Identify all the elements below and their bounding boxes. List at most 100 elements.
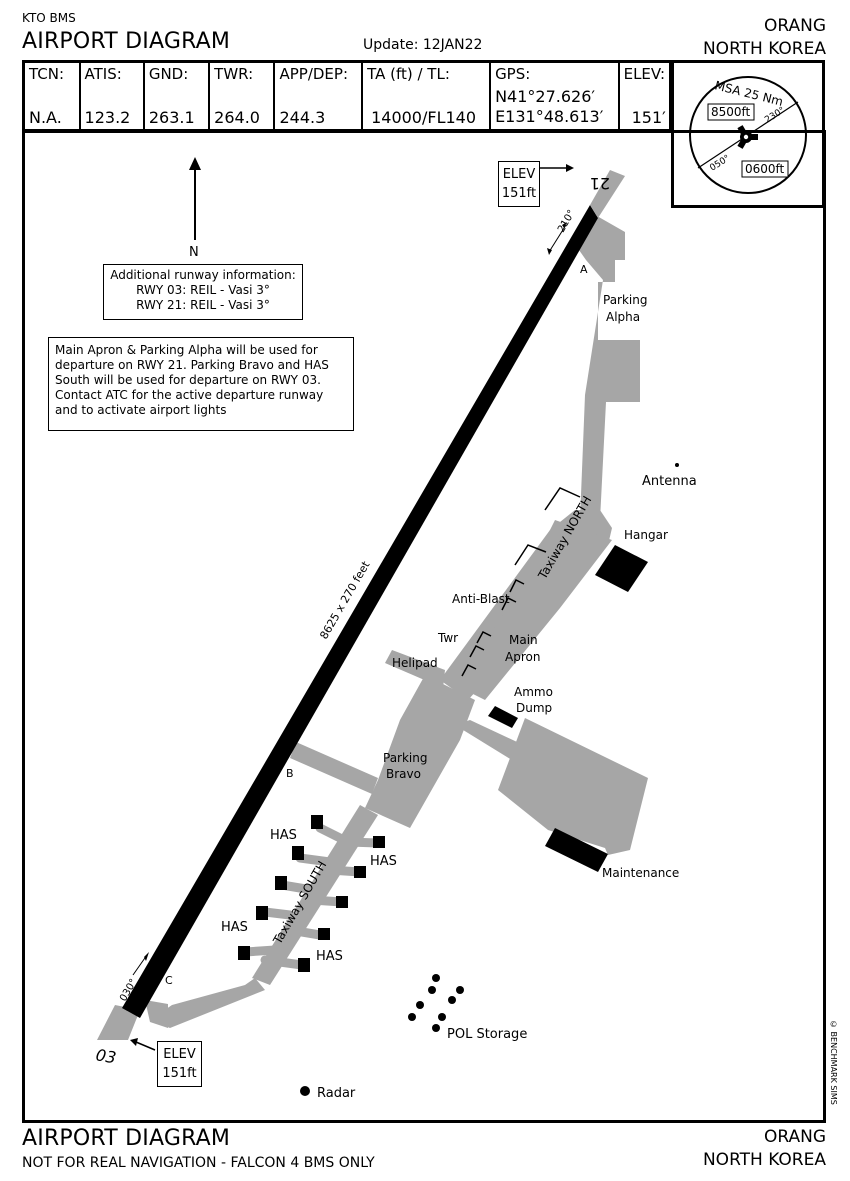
heading-210-arrow-icon [547,222,567,255]
runway-info-box: Additional runway information: RWY 03: R… [103,264,303,320]
has-label-3: HAS [221,920,248,935]
elev-box-top: ELEV 151ft [498,161,540,207]
revetment [476,631,492,644]
taxiway-b-connector [290,742,378,794]
has-shelter [354,866,366,878]
ammo-dump-label-2: Dump [516,701,552,715]
north-label: N [189,245,199,260]
taxiway-a-label: A [580,263,588,276]
heading-210-label: 210° [556,208,578,234]
taxiway-c-label: C [165,974,173,987]
has-shelter [373,836,385,848]
parking-alpha-label-2: Alpha [606,310,640,324]
parking-alpha-area [572,212,640,520]
frequency-table: TCN:N.A. ATIS:123.2 GND:263.1 TWR:264.0 … [22,60,672,132]
msa-diagram: MSA 25 Nm 8500ft 0600ft 230° 050° [689,76,807,194]
main-apron-area [455,520,612,700]
airport-name-block: ORANG NORTH KOREA [703,15,826,61]
ammo-dump-building [488,706,518,728]
freq-cell-twr: TWR:264.0 [208,61,275,131]
revetment [509,578,525,593]
maintenance-building [545,828,608,872]
has-label-4: HAS [316,949,343,964]
has-shelter [292,846,304,860]
revetment [544,487,581,511]
msa-upper-alt: 8500ft [711,105,751,119]
antenna-label: Antenna [642,474,697,489]
pol-storage-label: POL Storage [447,1027,527,1042]
hangar-building [595,545,648,592]
country-name: NORTH KOREA [702,39,826,59]
parking-bravo-label-1: Parking [383,751,428,765]
maintenance-label: Maintenance [602,866,679,880]
heading-030-arrow-icon [132,952,149,976]
parking-bravo-label-2: Bravo [386,767,421,781]
has-shelter [256,906,268,920]
has-shelter [318,928,330,940]
has-shelter [298,958,310,972]
freq-cell-ta-tl: TA (ft) / TL:14000/FL140 [361,61,491,131]
airport-name: ORANG [763,16,826,36]
msa-circle [689,76,807,194]
taxiway-south-area [252,805,378,985]
revetment [461,664,477,677]
runway-21-extension [590,170,625,218]
pol-storage-tanks [408,974,464,1032]
copyright-label: © BENCHMARK SIMS [829,1020,838,1105]
msa-lower-alt: 0600ft [745,162,785,176]
helipad-label: Helipad [392,656,438,670]
freq-cell-tcn: TCN:N.A. [29,65,65,127]
main-apron-label-1: Main [509,633,538,647]
runway-03-extension [97,1005,140,1040]
runway-03-label: 03 [94,1045,117,1067]
elev-bottom-arrow-icon [135,1041,156,1051]
taxiway-network [145,212,648,1028]
taxiway-b-label: B [286,767,294,780]
has-shelters [238,815,385,972]
maintenance-apron [498,718,648,855]
radar-marker [300,1086,310,1096]
diagram-frame [22,130,826,1123]
taxiway-c-end [145,1000,168,1028]
revetment [501,596,517,611]
has-shelter [275,876,287,890]
revetment [514,544,547,566]
elev-box-bottom: ELEV 151ft [157,1041,202,1087]
freq-cell-elev: ELEV:151′ [617,61,671,131]
has-shelter [311,815,323,829]
has-label-2: HAS [370,854,397,869]
taxiway-c-connector [150,978,265,1028]
parking-alpha-label-1: Parking [603,293,648,307]
freq-cell-app-dep: APP/DEP:244.3 [273,61,363,131]
north-arrow-icon [189,157,201,240]
tower-label: Twr [437,631,458,645]
freq-cell-gps: GPS: N41°27.626′E131°48.613′ [489,61,619,131]
footer-country-name: NORTH KOREA [702,1150,826,1170]
has-label-1: HAS [270,828,297,843]
footer-title: AIRPORT DIAGRAM [22,1126,231,1151]
radar-label: Radar [317,1086,356,1101]
anti-blast-revetments [461,487,581,677]
freq-cell-atis: ATIS:123.2 [78,61,144,131]
footer-airport-name: ORANG [763,1127,826,1147]
footer-airport-block: ORANG NORTH KOREA [703,1126,826,1172]
anti-blast-label: Anti-Blast [452,592,510,606]
runway [122,205,598,1018]
footer-disclaimer: NOT FOR REAL NAVIGATION - FALCON 4 BMS O… [22,1155,375,1171]
antenna-marker [675,463,679,467]
revetment [469,645,485,658]
main-apron-label-2: Apron [505,650,540,664]
ammo-dump-label-1: Ammo [514,685,553,699]
freq-cell-gnd: GND:263.1 [142,61,210,131]
departure-notice-box: Main Apron & Parking Alpha will be used … [48,337,354,431]
msa-lower-alt-box [741,160,789,178]
page-title: AIRPORT DIAGRAM [22,29,231,54]
apron-connector [455,720,530,765]
update-date: Update: 12JAN22 [363,37,483,53]
has-shelter [238,946,250,960]
has-shelter [336,896,348,908]
system-label: KTO BMS [22,11,76,25]
runway-21-label: 21 [590,174,610,193]
msa-upper-alt-box [707,103,755,121]
